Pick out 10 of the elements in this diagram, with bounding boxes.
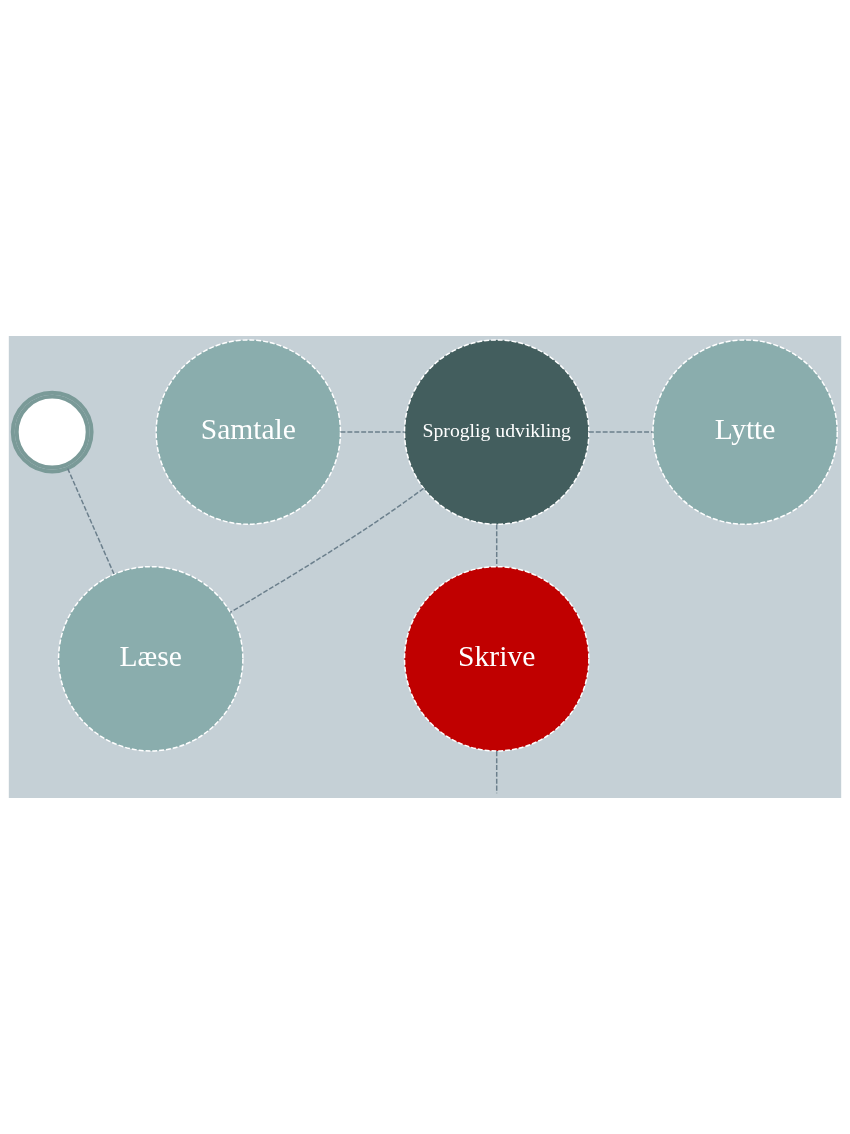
node-circle: Samtale <box>155 339 342 525</box>
connector <box>339 431 405 433</box>
node-circle: Sproglig udvikling <box>403 339 590 525</box>
node-circle: Lytte <box>652 339 838 525</box>
node-circle: Læse <box>57 565 244 752</box>
connector <box>229 487 425 613</box>
node-circle <box>10 390 94 474</box>
connector <box>588 431 654 433</box>
node-circle: Skrive <box>403 565 590 752</box>
connector <box>66 467 115 575</box>
